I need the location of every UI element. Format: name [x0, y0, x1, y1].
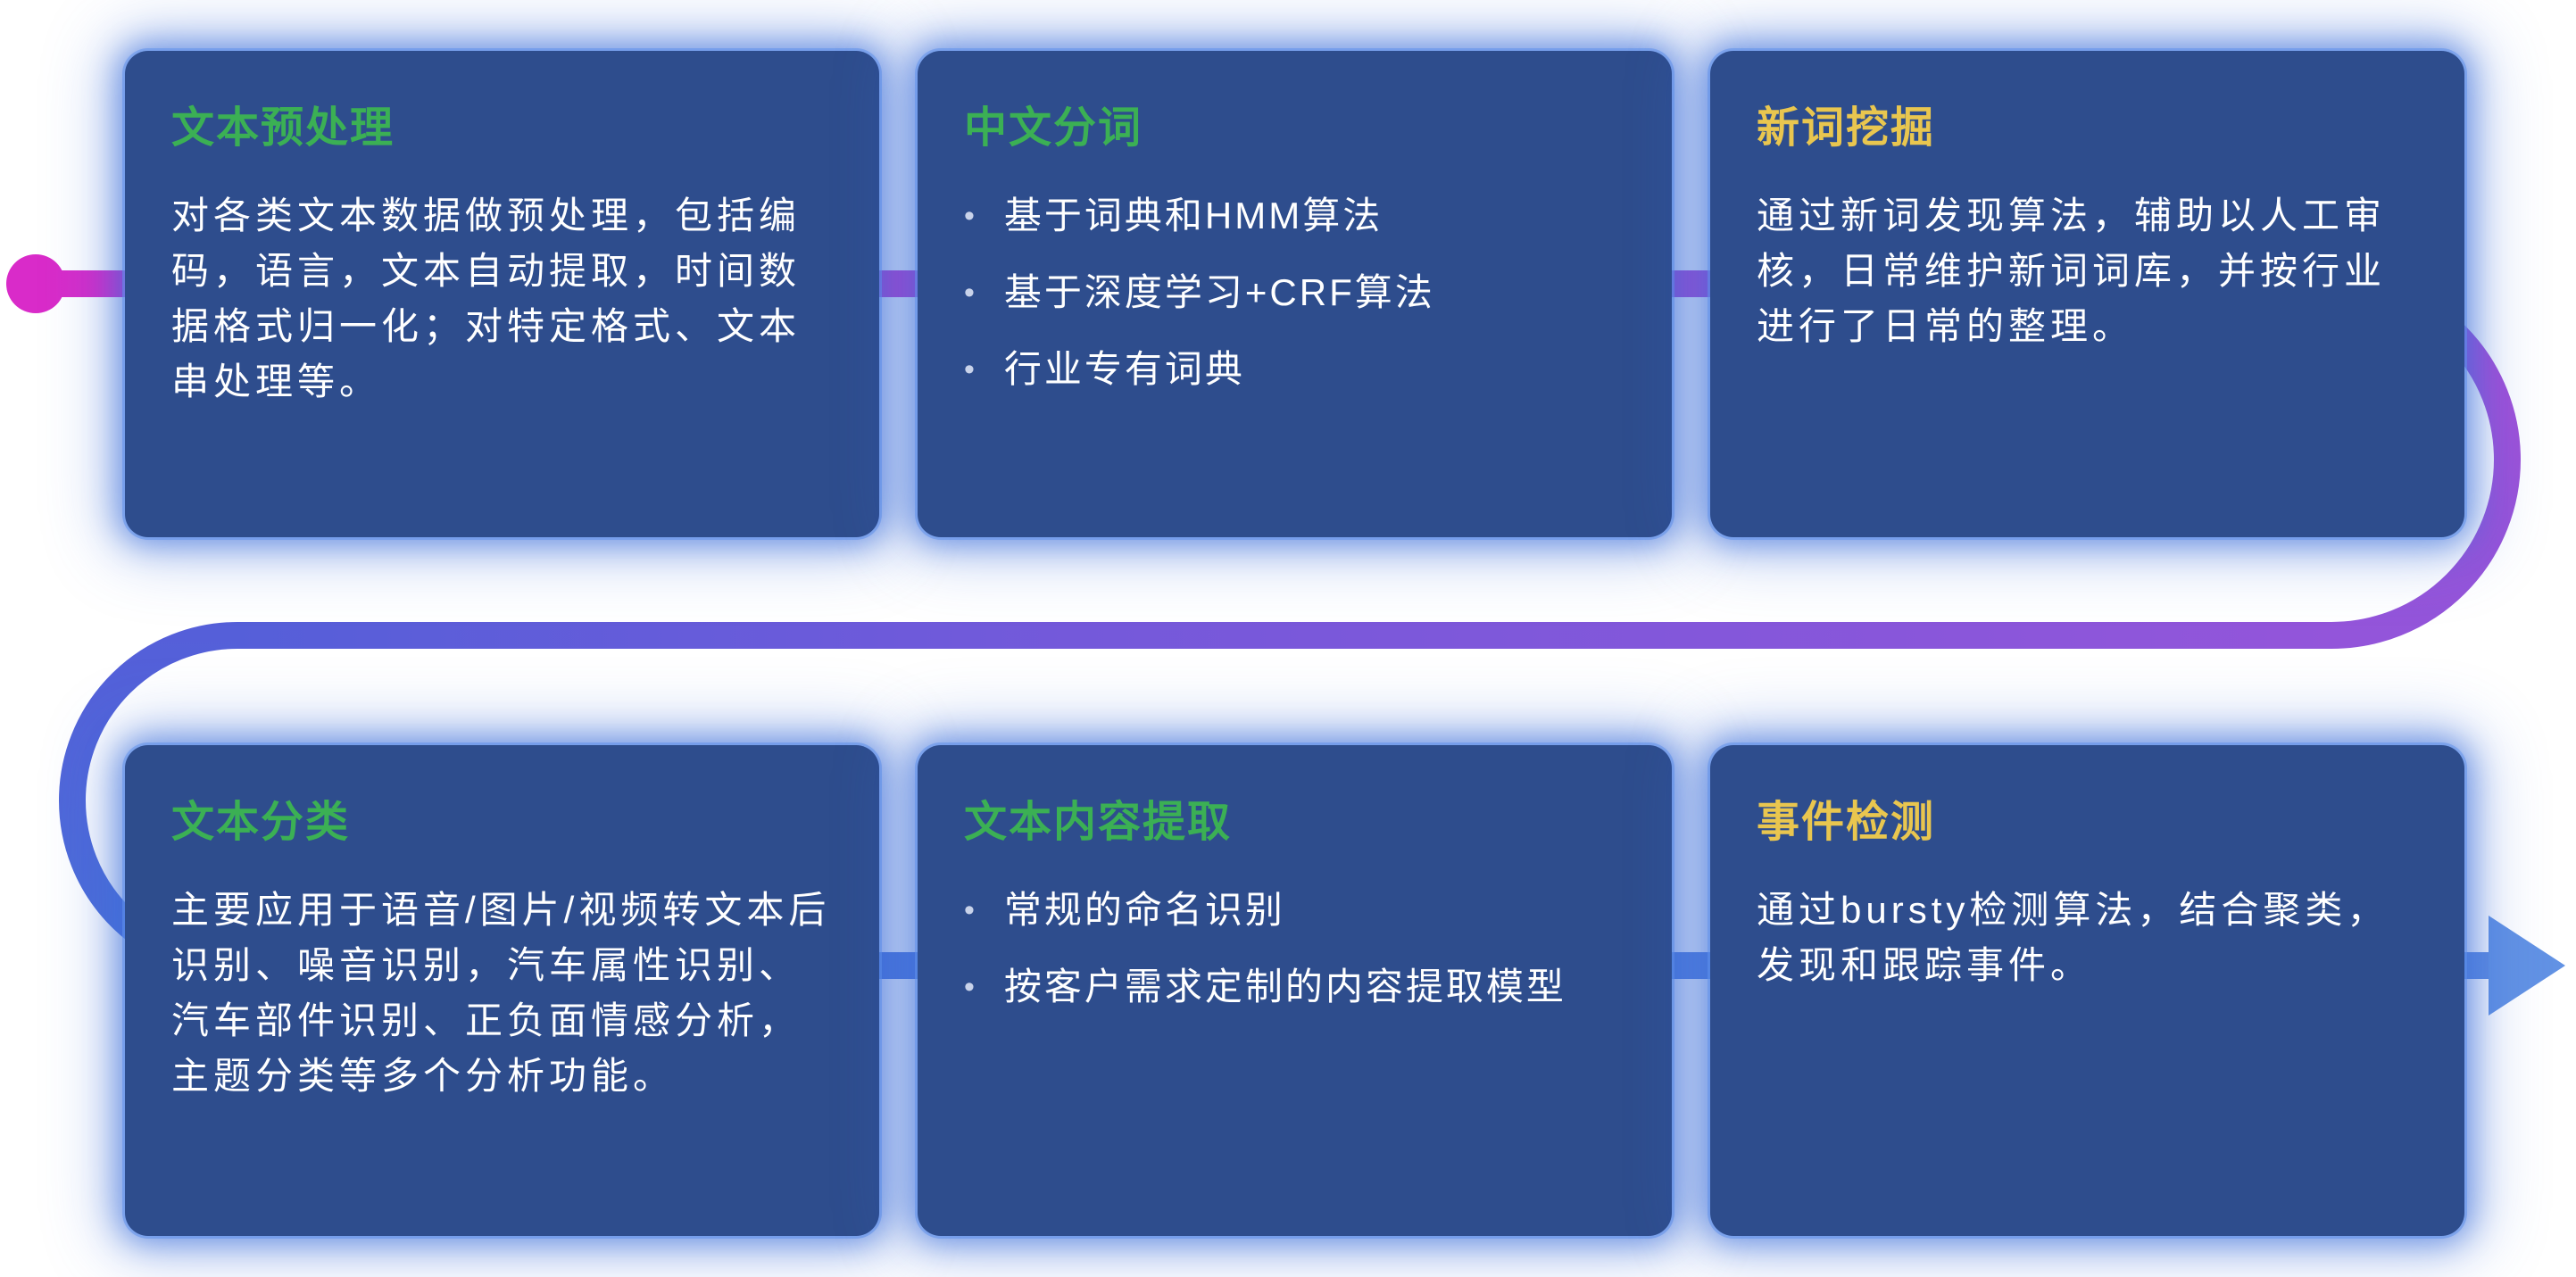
bullet-dot-icon: • [964, 893, 977, 927]
card-text-content-extraction: 文本内容提取 • 常规的命名识别 • 按客户需求定制的内容提取模型 [918, 745, 1672, 1236]
bullet-text: 基于深度学习+CRF算法 [1003, 271, 1435, 313]
bullet-text: 按客户需求定制的内容提取模型 [1003, 966, 1566, 1008]
bullet-dot-icon: • [964, 970, 977, 1004]
card-body: 通过bursty检测算法，结合聚类，发现和跟踪事件。 [1757, 889, 2389, 986]
bullet-text: 基于词典和HMM算法 [1003, 195, 1384, 236]
card-event-detection: 事件检测 通过bursty检测算法，结合聚类，发现和跟踪事件。 [1710, 745, 2464, 1236]
card-title: 新词挖掘 [1757, 104, 1936, 152]
card-new-word-mining: 新词挖掘 通过新词发现算法，辅助以人工审核，日常维护新词词库，并按行业进行了日常… [1710, 51, 2464, 537]
card-title: 文本分类 [171, 799, 351, 846]
card-title: 文本内容提取 [964, 799, 1233, 846]
bullet-item: • 常规的命名识别 [964, 883, 1625, 938]
card-title: 文本预处理 [171, 104, 395, 152]
card-text-classification: 文本分类 主要应用于语音/图片/视频转文本后识别、噪音识别，汽车属性识别、汽车部… [125, 745, 879, 1236]
cards-grid: 文本预处理 对各类文本数据做预处理，包括编码，语言，文本自动提取，时间数据格式归… [125, 51, 2464, 1236]
bullet-item: • 行业专有词典 [964, 342, 1625, 397]
card-text-preprocessing: 文本预处理 对各类文本数据做预处理，包括编码，语言，文本自动提取，时间数据格式归… [125, 51, 879, 537]
bullet-item: • 基于词典和HMM算法 [964, 188, 1625, 244]
bullet-text: 常规的命名识别 [1003, 889, 1285, 931]
card-bullet-list: • 基于词典和HMM算法 • 基于深度学习+CRF算法 • 行业专有词典 [964, 188, 1625, 397]
bullet-item: • 基于深度学习+CRF算法 [964, 265, 1625, 320]
card-body: 对各类文本数据做预处理，包括编码，语言，文本自动提取，时间数据格式归一化；对特定… [171, 195, 802, 402]
flow-arrowhead-icon [2489, 916, 2565, 1016]
card-chinese-word-segmentation: 中文分词 • 基于词典和HMM算法 • 基于深度学习+CRF算法 • 行业专有词… [918, 51, 1672, 537]
bullet-dot-icon: • [964, 276, 977, 310]
card-body: 通过新词发现算法，辅助以人工审核，日常维护新词词库，并按行业进行了日常的整理。 [1757, 195, 2387, 347]
card-title: 中文分词 [964, 104, 1143, 152]
bullet-item: • 按客户需求定制的内容提取模型 [964, 959, 1625, 1015]
bullet-text: 行业专有词典 [1003, 348, 1245, 390]
bullet-dot-icon: • [964, 352, 977, 386]
card-bullet-list: • 常规的命名识别 • 按客户需求定制的内容提取模型 [964, 883, 1625, 1015]
card-body: 主要应用于语音/图片/视频转文本后识别、噪音识别，汽车属性识别、汽车部件识别、正… [171, 889, 831, 1097]
card-title: 事件检测 [1757, 799, 1936, 846]
bullet-dot-icon: • [964, 199, 977, 233]
